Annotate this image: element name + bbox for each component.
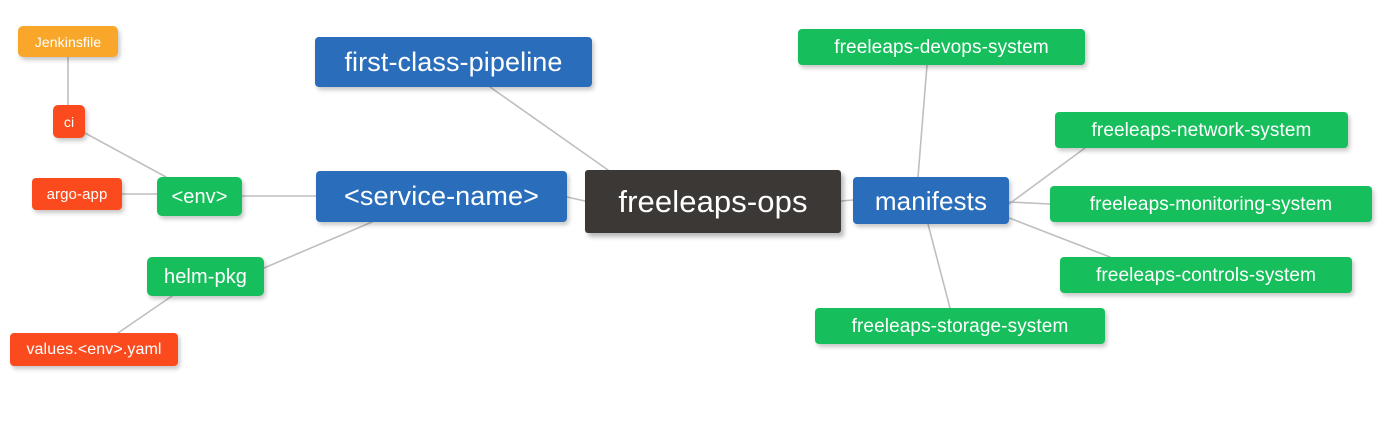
edge-ops-first-class-pipeline	[489, 86, 609, 171]
node-freeleaps-controls-system[interactable]: freeleaps-controls-system	[1060, 257, 1352, 293]
node-freeleaps-storage-system[interactable]: freeleaps-storage-system	[815, 308, 1105, 344]
node-label: freeleaps-devops-system	[834, 36, 1049, 58]
edge-helm-pkg-values	[117, 295, 173, 334]
edge-service-name-helm-pkg	[263, 221, 373, 269]
edge-env-ci	[84, 132, 167, 178]
node-label: argo-app	[46, 185, 108, 203]
node-freeleaps-monitoring-system[interactable]: freeleaps-monitoring-system	[1050, 186, 1372, 222]
edge-manifests-monitoring	[1008, 201, 1051, 205]
node-first-class-pipeline[interactable]: first-class-pipeline	[315, 37, 592, 87]
node-env[interactable]: <env>	[157, 177, 242, 216]
node-values-env-yaml[interactable]: values.<env>.yaml	[10, 333, 178, 366]
node-label: freeleaps-monitoring-system	[1089, 193, 1333, 215]
node-label: freeleaps-ops	[618, 184, 808, 219]
node-label: <env>	[171, 185, 228, 208]
edge-manifests-controls	[1003, 215, 1111, 258]
node-label: manifests	[874, 185, 988, 216]
node-label: freeleaps-controls-system	[1095, 264, 1317, 286]
node-label: ci	[63, 113, 75, 130]
node-helm-pkg[interactable]: helm-pkg	[147, 257, 264, 296]
node-label: freeleaps-network-system	[1091, 119, 1312, 141]
edge-ops-service-name	[566, 196, 586, 202]
edge-ops-manifests	[840, 199, 854, 202]
node-freeleaps-devops-system[interactable]: freeleaps-devops-system	[798, 29, 1085, 65]
node-freeleaps-network-system[interactable]: freeleaps-network-system	[1055, 112, 1348, 148]
node-label: values.<env>.yaml	[26, 340, 162, 358]
node-label: Jenkinsfile	[34, 33, 102, 50]
node-freeleaps-ops[interactable]: freeleaps-ops	[585, 170, 841, 233]
edge-manifests-storage	[927, 223, 951, 309]
node-jenkinsfile[interactable]: Jenkinsfile	[18, 26, 118, 57]
node-argo-app[interactable]: argo-app	[32, 178, 122, 210]
node-service-name[interactable]: <service-name>	[316, 171, 567, 222]
node-manifests[interactable]: manifests	[853, 177, 1009, 224]
node-label: helm-pkg	[163, 265, 248, 288]
node-label: first-class-pipeline	[344, 46, 563, 77]
node-label: <service-name>	[344, 181, 539, 211]
edge-manifests-devops	[917, 64, 928, 178]
node-label: freeleaps-storage-system	[851, 315, 1069, 337]
node-ci[interactable]: ci	[53, 105, 85, 138]
